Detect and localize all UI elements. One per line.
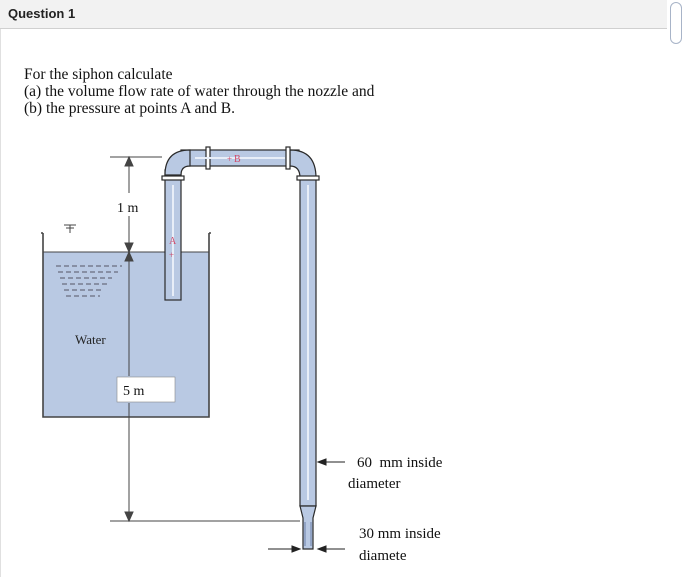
- label-30mm-line2: diamete: [359, 548, 407, 564]
- point-a-label: A: [169, 236, 177, 247]
- question-content: [0, 29, 667, 577]
- pipe-elbow-left: [164, 149, 191, 176]
- point-b-plus: +: [227, 154, 232, 164]
- scrollbar-track[interactable]: [667, 0, 693, 577]
- label-60mm-line2: diameter: [348, 476, 400, 492]
- point-a-plus: +: [169, 250, 174, 260]
- scrollbar-thumb[interactable]: [670, 2, 682, 44]
- dimension-1m: 1 m: [117, 201, 139, 216]
- question-prompt: For the siphon calculate (a) the volume …: [24, 66, 374, 117]
- question-header: Question 1: [0, 0, 667, 29]
- question-title: Question 1: [8, 6, 76, 21]
- dimension-5m-box: [116, 376, 176, 403]
- point-b-label: B: [234, 154, 241, 165]
- tank-outline: [42, 233, 210, 418]
- dimension-lines: [110, 155, 300, 523]
- tank-vent-detail: [64, 224, 76, 233]
- point-a-marker: A +: [169, 236, 177, 260]
- siphon-pipe: [161, 146, 320, 550]
- question-line-2: (a) the volume flow rate of water throug…: [24, 83, 375, 100]
- pipe-nozzle: [299, 505, 317, 550]
- question-line-1: For the siphon calculate: [24, 66, 173, 83]
- water-label: Water: [75, 332, 106, 347]
- annotation-arrows: [268, 458, 345, 553]
- nozzle-jet: [304, 522, 312, 546]
- label-60mm-line1: 60 mm inside: [357, 455, 443, 471]
- point-b-marker: + B: [227, 154, 241, 165]
- label-30mm-line1: 30 mm inside: [359, 526, 441, 542]
- dimension-5m: 5 m: [123, 384, 145, 399]
- water-surface-dashes: [56, 265, 122, 297]
- pipe-elbow-right: [289, 149, 317, 179]
- question-line-3: (b) the pressure at points A and B.: [24, 100, 235, 117]
